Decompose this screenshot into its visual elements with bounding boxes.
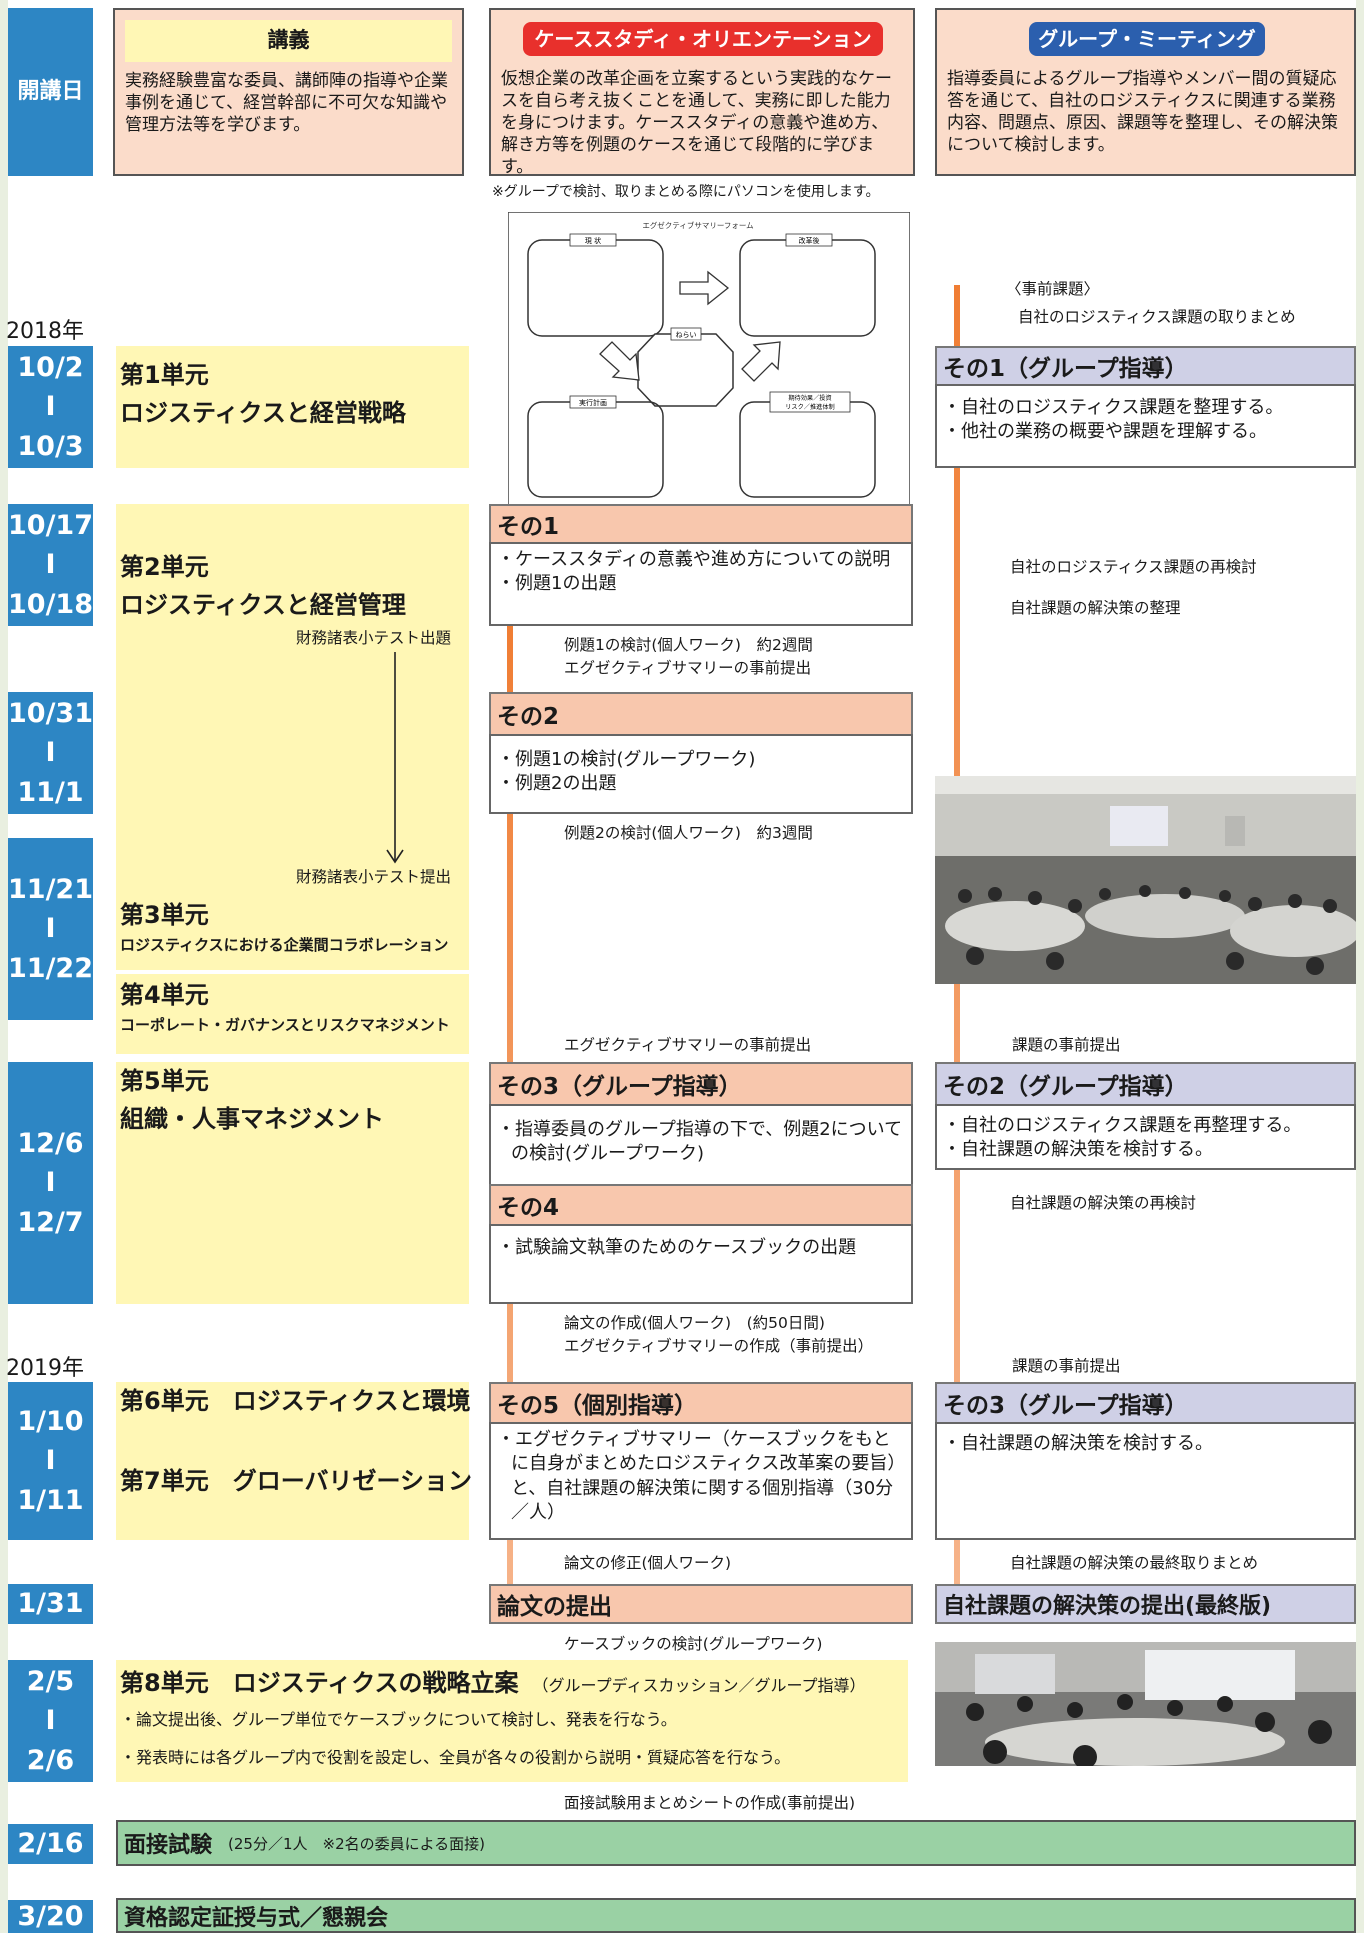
case-session-3-body: ・指導委員のグループ指導の下で、例題2についての検討(グループワーク)	[489, 1104, 913, 1186]
diagram-arrow-right	[679, 270, 730, 306]
lecture-unit-3: 第3単元 ロジスティクスにおける企業間コラボレーション	[116, 890, 469, 970]
case-session-4-body: ・試験論文執筆のためのケースブックの出題	[489, 1224, 913, 1304]
group-note-1: 自社のロジスティクス課題の再検討	[1010, 558, 1257, 576]
diagram-box-effect-label-2: リスク／推進体制	[785, 403, 835, 411]
lecture-unit-2: 第2単元 ロジスティクスと経営管理	[116, 504, 469, 890]
group-session-2-body: ・自社のロジスティクス課題を再整理する。・自社課題の解決策を検討する。	[935, 1104, 1356, 1170]
group-session-3-body: ・自社課題の解決策を検討する。	[935, 1422, 1356, 1540]
group-header-box: グループ・ミーティング 指導委員によるグループ指導やメンバー間の質疑応答を通じて…	[935, 8, 1356, 176]
group-discussion-photo	[935, 1642, 1356, 1766]
diagram-box-effect-label-1: 期待効果／投資	[788, 394, 831, 402]
group-note-4: 自社課題の解決策の再検討	[1010, 1194, 1197, 1212]
group-note-2: 自社課題の解決策の整理	[1010, 599, 1181, 617]
case-desc: 仮想企業の改革企画を立案するという実践的なケースを自ら考え抜くことを通して、実務…	[501, 69, 892, 178]
case-note-5: 論文の修正(個人ワーク)	[564, 1554, 732, 1572]
case-note-4a: 論文の作成(個人ワーク) (約50日間)	[564, 1314, 825, 1332]
lecture-desc: 実務経験豊富な委員、講師陣の指導や企業事例を通じて、経営幹部に不可欠な知識や管理…	[125, 71, 448, 136]
group-final-submit: 自社課題の解決策の提出(最終版)	[935, 1584, 1356, 1624]
group-note-6: 自社課題の解決策の最終取りまとめ	[1010, 1554, 1259, 1572]
year-2018: 2018年	[6, 319, 84, 344]
lecture-unit-4: 第4単元 コーポレート・ガバナンスとリスクマネジメント	[116, 974, 469, 1054]
executive-summary-diagram: エグゼクティブサマリーフォーム 現 状 改革後 ねらい 実行計画 期待効果／投資…	[508, 212, 910, 507]
case-note-2: 例題2の検討(個人ワーク) 約3週間	[564, 824, 813, 842]
fin-test-arrow	[386, 652, 404, 864]
group-desc: 指導委員によるグループ指導やメンバー間の質疑応答を通じて、自社のロジスティクスに…	[947, 69, 1338, 156]
year-2019: 2019年	[6, 1356, 84, 1381]
case-session-1-head: その1	[489, 504, 913, 544]
pc-note: ※グループで検討、取りまとめる際にパソコンを使用します。	[492, 184, 880, 200]
lecture-header-box: 講義 実務経験豊富な委員、講師陣の指導や企業事例を通じて、経営幹部に不可欠な知識…	[113, 8, 464, 176]
diagram-box-after-label: 改革後	[799, 236, 820, 245]
case-session-1-body: ・ケーススタディの意義や進め方についての説明・例題1の出題	[489, 542, 913, 626]
case-session-5-head: その5（個別指導）	[489, 1382, 913, 1424]
diagram-center-octagon	[637, 333, 734, 407]
case-note-1b: エグゼクティブサマリーの事前提出	[564, 659, 812, 677]
case-note-6: ケースブックの検討(グループワーク)	[564, 1635, 823, 1653]
date-1-31: 1/31	[8, 1584, 93, 1624]
right-side-band	[1356, 0, 1364, 1933]
case-note-3: エグゼクティブサマリーの事前提出	[564, 1036, 812, 1054]
fin-test-submit: 財務諸表小テスト提出	[296, 868, 452, 886]
group-pre-task: 自社のロジスティクス課題の取りまとめ	[1018, 308, 1296, 326]
group-session-2-head: その2（グループ指導）	[935, 1062, 1356, 1106]
ceremony-bar: 資格認定証授与式／懇親会	[116, 1898, 1356, 1933]
case-note-1a: 例題1の検討(個人ワーク) 約2週間	[564, 636, 813, 654]
lecture-unit-1: 第1単元 ロジスティクスと経営戦略	[116, 346, 469, 468]
diagram-arrow-up-right	[741, 341, 781, 382]
group-note-5: 課題の事前提出	[1012, 1357, 1121, 1375]
case-session-4-head: その4	[489, 1184, 913, 1226]
case-thesis-submit: 論文の提出	[489, 1584, 913, 1624]
case-session-5-body: ・エグゼクティブサマリー（ケースブックをもとに自身がまとめたロジスティクス改革案…	[489, 1422, 913, 1540]
diagram-box-plan-label: 実行計画	[579, 398, 607, 407]
lecture-unit-5: 第5単元 組織・人事マネジメント	[116, 1062, 469, 1304]
case-note-4b: エグゼクティブサマリーの作成（事前提出）	[564, 1337, 874, 1355]
case-header-title: ケーススタディ・オリエンテーション	[523, 22, 883, 56]
date-2-16: 2/16	[8, 1824, 93, 1864]
case-session-2-head: その2	[489, 692, 913, 736]
diagram-box-current-label: 現 状	[585, 236, 601, 245]
case-note-7: 面接試験用まとめシートの作成(事前提出)	[564, 1794, 856, 1812]
group-note-3: 課題の事前提出	[1012, 1036, 1121, 1054]
group-pre-task-label: 〈事前課題〉	[1006, 280, 1100, 298]
group-session-1-body: ・自社のロジスティクス課題を整理する。・他社の業務の概要や課題を理解する。	[935, 384, 1356, 468]
group-header-title: グループ・ミーティング	[1029, 22, 1265, 56]
case-session-2-body: ・例題1の検討(グループワーク)・例題2の出題	[489, 734, 913, 814]
case-header-box: ケーススタディ・オリエンテーション 仮想企業の改革企画を立案するという実践的なケ…	[489, 8, 915, 178]
left-side-band	[0, 0, 8, 1933]
case-session-3-head: その3（グループ指導）	[489, 1062, 913, 1106]
open-day-header: 開講日	[8, 8, 93, 176]
interview-exam-bar: 面接試験(25分／1人 ※2名の委員による面接)	[116, 1820, 1356, 1866]
fin-test-given: 財務諸表小テスト出題	[296, 629, 452, 647]
lecture-header-title: 講義	[125, 20, 452, 62]
diagram-form-title: エグゼクティブサマリーフォーム	[642, 220, 753, 230]
lecture-unit-6-7: 第6単元 ロジスティクスと環境 第7単元 グローバリゼーション	[116, 1382, 472, 1540]
group-session-3-head: その3（グループ指導）	[935, 1382, 1356, 1424]
diagram-arrow-down-right	[599, 341, 640, 381]
diagram-center-label: ねらい	[676, 331, 697, 339]
date-3-20: 3/20	[8, 1900, 93, 1933]
seminar-room-photo	[935, 776, 1356, 984]
lecture-unit-8: 第8単元 ロジスティクスの戦略立案 （グループディスカッション／グループ指導） …	[116, 1660, 908, 1782]
group-session-1-head: その1（グループ指導）	[935, 346, 1356, 386]
